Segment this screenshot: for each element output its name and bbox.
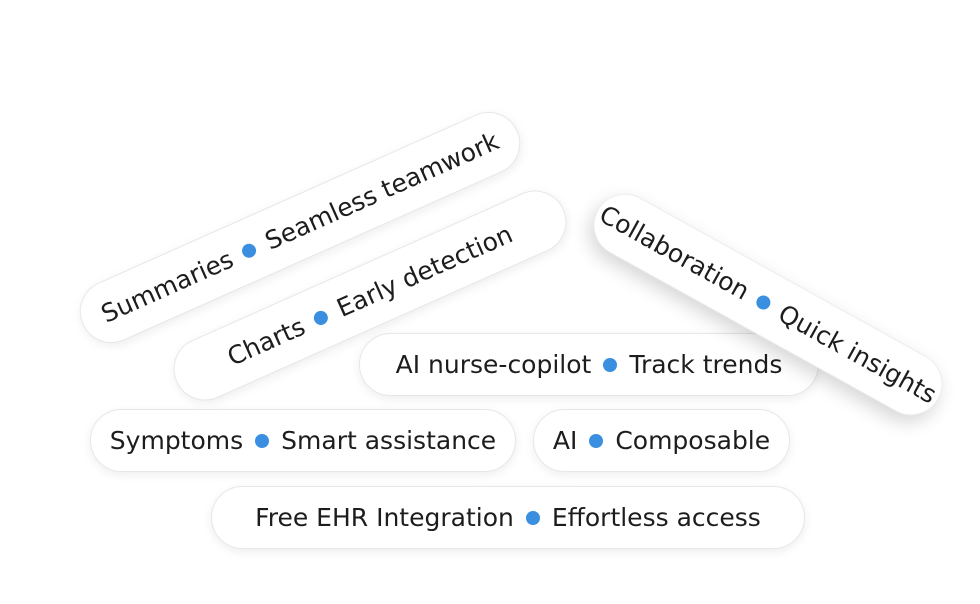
bullet-dot-icon xyxy=(603,357,618,372)
pill-label-left: AI nurse-copilot xyxy=(395,350,592,379)
pill-label-right: Composable xyxy=(615,426,771,455)
bullet-dot-icon xyxy=(754,292,774,312)
pill-label-left: Free EHR Integration xyxy=(255,503,514,532)
pill-label-right: Track trends xyxy=(629,350,783,379)
pill-label-left: Collaboration xyxy=(594,199,755,306)
pill-label-left: Symptoms xyxy=(109,426,244,455)
pill-ai: AI Composable xyxy=(533,409,790,472)
pill-label-right: Smart assistance xyxy=(281,426,497,455)
pill-label-left: Summaries xyxy=(96,244,238,329)
bullet-dot-icon xyxy=(239,240,259,260)
pill-label-left: Charts xyxy=(223,311,310,372)
pill-ai-nurse-copilot: AI nurse-copilot Track trends xyxy=(359,333,819,396)
bullet-dot-icon xyxy=(311,308,331,327)
bullet-dot-icon xyxy=(525,510,540,525)
pill-symptoms: Symptoms Smart assistance xyxy=(90,409,516,472)
bullet-dot-icon xyxy=(589,433,604,448)
pill-label-left: AI xyxy=(552,426,578,455)
pill-free-ehr-integration: Free EHR Integration Effortless access xyxy=(211,486,805,549)
bullet-dot-icon xyxy=(255,433,270,448)
pill-label-right: Effortless access xyxy=(551,503,761,532)
